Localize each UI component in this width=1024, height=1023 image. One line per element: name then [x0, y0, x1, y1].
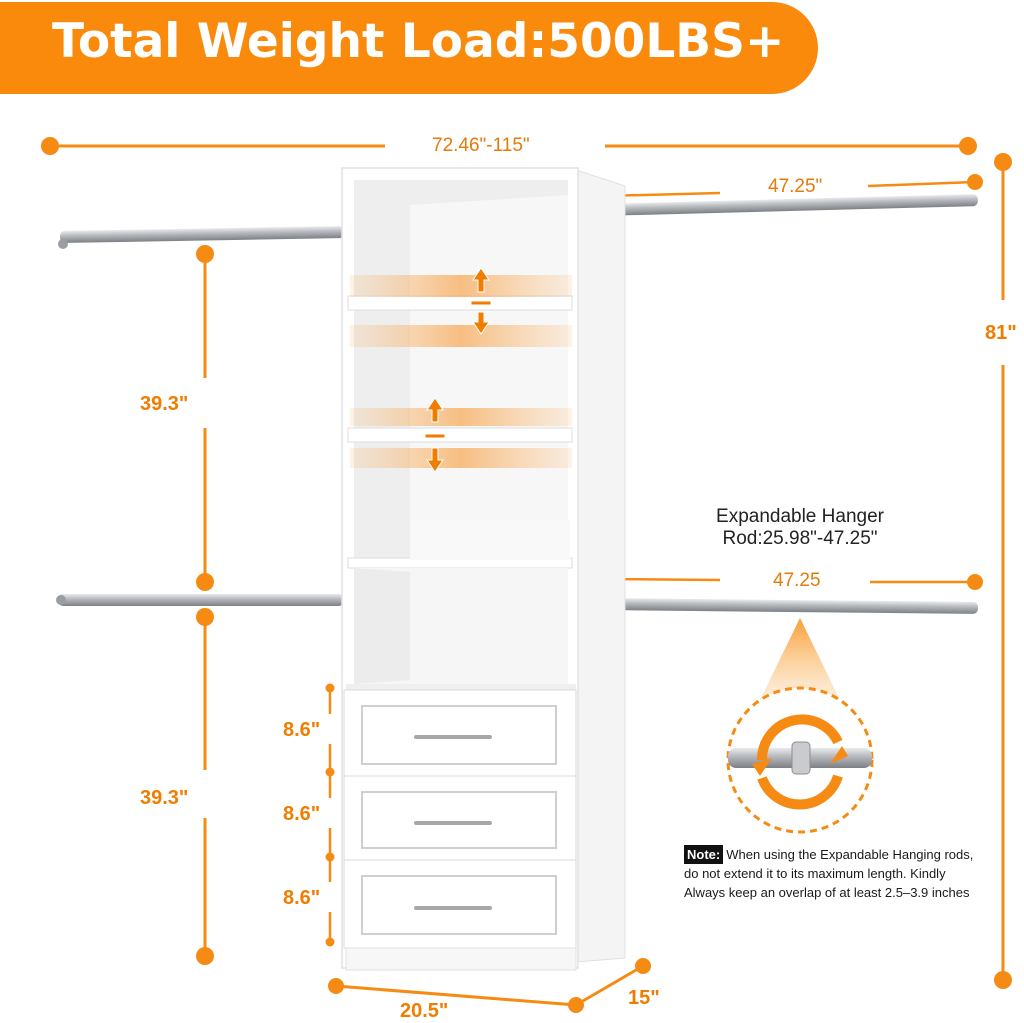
total-width-dimension	[41, 137, 977, 155]
total-width-label: 72.46"-115"	[432, 135, 530, 156]
drawer-2-label: 8.6"	[283, 803, 321, 825]
expandable-rod-caption: Expandable Hanger Rod:25.98"-47.25"	[690, 506, 910, 550]
banner-title: Total Weight Load:500LBS+	[52, 14, 785, 69]
caption-line-2: Rod:25.98"-47.25"	[722, 528, 878, 549]
base-width-label: 20.5"	[400, 1000, 449, 1022]
closet-tower	[341, 167, 626, 971]
drawer-3-label: 8.6"	[283, 887, 321, 909]
note-text: When using the Expandable Hanging rods, …	[684, 847, 974, 900]
usage-note: Note:When using the Expandable Hanging r…	[684, 845, 974, 902]
base-dimensions	[328, 958, 651, 1013]
expandable-rod-detail	[726, 618, 874, 834]
title-banner	[0, 2, 818, 94]
hang-lower-label: 39.3"	[140, 787, 189, 809]
rod-top-right-label: 47.25"	[768, 176, 823, 197]
drawer-1-label: 8.6"	[283, 719, 321, 741]
rod-bottom-right-label: 47.25	[773, 570, 821, 591]
height-total-label: 81"	[985, 322, 1017, 344]
drawer-dimensions	[276, 683, 335, 947]
note-badge: Note:	[684, 845, 724, 864]
right-hanging-rods	[598, 194, 978, 614]
height-dimension	[994, 153, 1012, 989]
hang-upper-label: 39.3"	[140, 393, 189, 415]
hang-height-dimensions	[196, 245, 214, 965]
base-depth-label: 15"	[628, 987, 660, 1009]
left-hanging-rods	[56, 226, 344, 606]
caption-line-1: Expandable Hanger	[716, 506, 884, 527]
